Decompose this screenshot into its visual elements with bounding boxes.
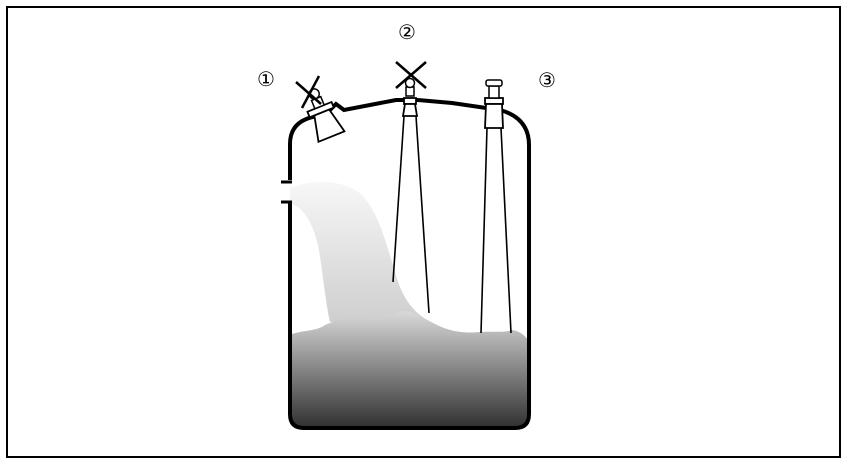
radar-beam-3 (480, 127, 512, 334)
tank-wall-left-lower (288, 108, 531, 430)
label-mount-3: ③ (538, 68, 556, 92)
tank-wall-left-upper (288, 114, 319, 180)
sensor-3 (484, 79, 504, 129)
radar-beam-2 (392, 115, 430, 314)
label-mount-1: ① (257, 67, 275, 91)
cross-mark-icon (295, 75, 322, 109)
sensor-2 (401, 77, 419, 117)
label-mount-2: ② (398, 20, 416, 44)
cross-mark-icon (395, 61, 427, 89)
filling-stream (290, 181, 500, 345)
stored-medium (290, 311, 529, 428)
sensor-1 (306, 88, 346, 144)
